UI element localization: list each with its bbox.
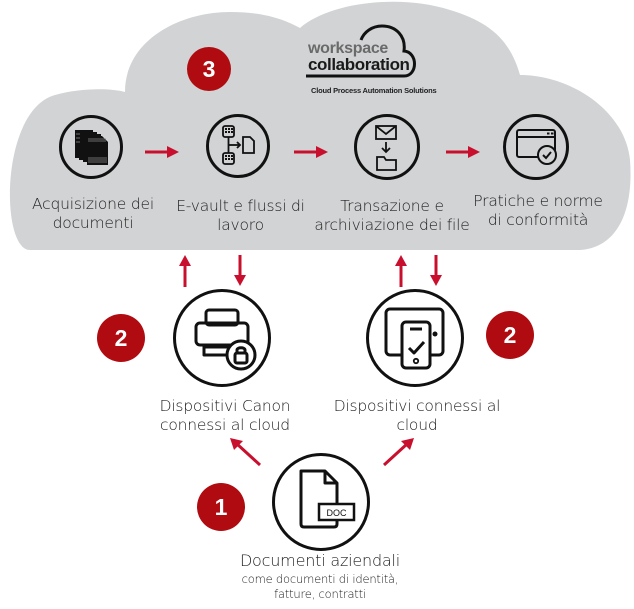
step-label-line1: Pratiche e norme bbox=[473, 192, 603, 210]
logo-cloud-outline-icon bbox=[306, 24, 416, 78]
source-documents: DOC bbox=[272, 453, 370, 551]
source-subtitle-line1: come documenti di identità, bbox=[241, 572, 399, 586]
step-label-transaction: Transazione e archiviazione dei file bbox=[304, 197, 480, 235]
device-label-line1: Dispositivi Canon bbox=[159, 397, 291, 415]
step-compliance bbox=[503, 114, 569, 180]
arrow-right-3-icon bbox=[446, 146, 480, 158]
step-label-line2: di conformità bbox=[487, 211, 589, 229]
mail-to-folder-icon bbox=[375, 125, 397, 171]
cloud-shape bbox=[9, 1, 631, 251]
step-transaction bbox=[354, 114, 420, 180]
arrow-right-1-icon bbox=[145, 146, 179, 158]
logo-line1: workspace bbox=[308, 40, 389, 57]
source-subtitle-line2: fatture, contratti bbox=[274, 587, 366, 601]
workflow-icon bbox=[222, 125, 255, 165]
logo-tagline: Cloud Process Automation Solutions bbox=[311, 86, 437, 95]
step-badge-2-left: 2 bbox=[97, 314, 145, 362]
arrow-down-left-icon bbox=[234, 255, 246, 286]
step-label-line1: Acquisizione dei bbox=[32, 195, 154, 213]
step-label-line2: archiviazione dei file bbox=[314, 216, 470, 234]
doc-file-icon: DOC bbox=[299, 469, 356, 529]
step-badge-3: 3 bbox=[187, 47, 231, 91]
step-acquisition bbox=[59, 115, 123, 179]
step-badge-1: 1 bbox=[197, 483, 245, 531]
step-label-line1: Transazione e bbox=[340, 197, 444, 215]
arrow-diagonal-left-icon bbox=[230, 438, 262, 467]
step-badge-2-right: 2 bbox=[486, 311, 534, 359]
device-label-line2: connessi al cloud bbox=[160, 416, 290, 434]
device-printer bbox=[173, 289, 271, 387]
source-subtitle: come documenti di identità, fatture, con… bbox=[200, 572, 440, 602]
step-label-line1: E-vault e flussi di bbox=[176, 197, 305, 215]
source-title: Documenti aziendali bbox=[239, 551, 401, 570]
arrow-up-left-1-icon bbox=[179, 255, 191, 287]
arrow-diagonal-right-icon bbox=[382, 438, 414, 467]
arrow-down-right-icon bbox=[430, 255, 442, 286]
arrow-right-2-icon bbox=[294, 146, 328, 158]
step-label-line2: documenti bbox=[52, 214, 134, 232]
step-label-compliance: Pratiche e norme di conformità bbox=[463, 192, 613, 230]
secure-printer-icon bbox=[194, 308, 257, 371]
device-label-connected: Dispositivi connessi al cloud bbox=[322, 397, 512, 435]
doc-label: DOC bbox=[327, 508, 348, 518]
mobile-tablet-icon bbox=[384, 307, 445, 370]
device-mobile bbox=[366, 289, 464, 387]
document-stack-icon bbox=[75, 130, 108, 165]
compliance-window-icon bbox=[516, 129, 557, 165]
device-label-line2: cloud bbox=[396, 416, 438, 434]
arrow-up-right-icon bbox=[395, 255, 407, 287]
device-label-canon: Dispositivi Canon connessi al cloud bbox=[140, 397, 310, 435]
step-evault bbox=[206, 114, 270, 178]
step-label-evault: E-vault e flussi di lavoro bbox=[163, 197, 318, 235]
logo-line2: collaboration bbox=[308, 55, 410, 74]
step-label-line2: lavoro bbox=[217, 216, 264, 234]
step-label-acquisition: Acquisizione dei documenti bbox=[18, 195, 168, 233]
device-label-line1: Dispositivi connessi al bbox=[333, 397, 501, 415]
